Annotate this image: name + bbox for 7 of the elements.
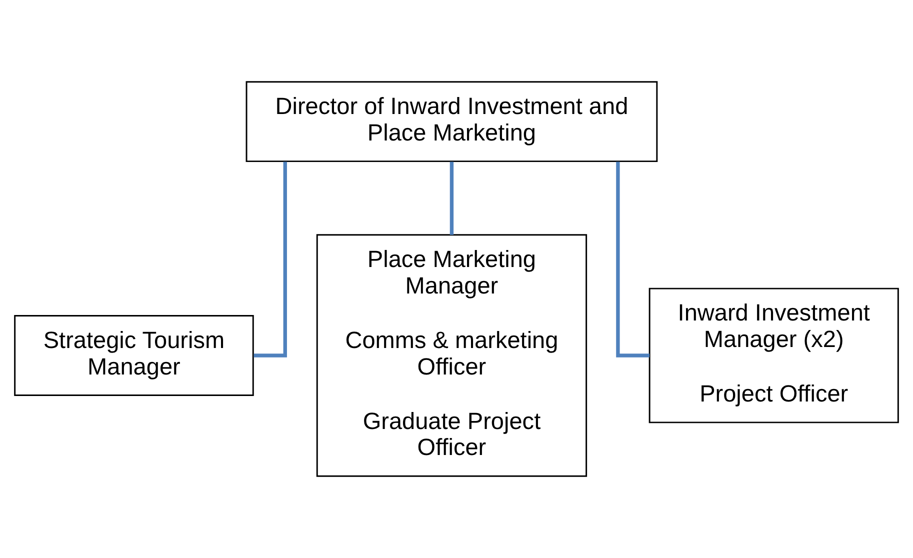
node-box: Director of Inward Investment and Place Marketing xyxy=(246,81,658,162)
connector xyxy=(254,162,287,358)
node-box: Inward Investment Manager (x2) Project Officer xyxy=(648,288,899,424)
node-box: Place Marketing Manager Comms & marketing Officer Graduate Project Officer xyxy=(316,234,588,477)
connector xyxy=(616,162,650,358)
node-box: Strategic Tourism Manager xyxy=(14,315,254,396)
connector xyxy=(450,162,454,235)
